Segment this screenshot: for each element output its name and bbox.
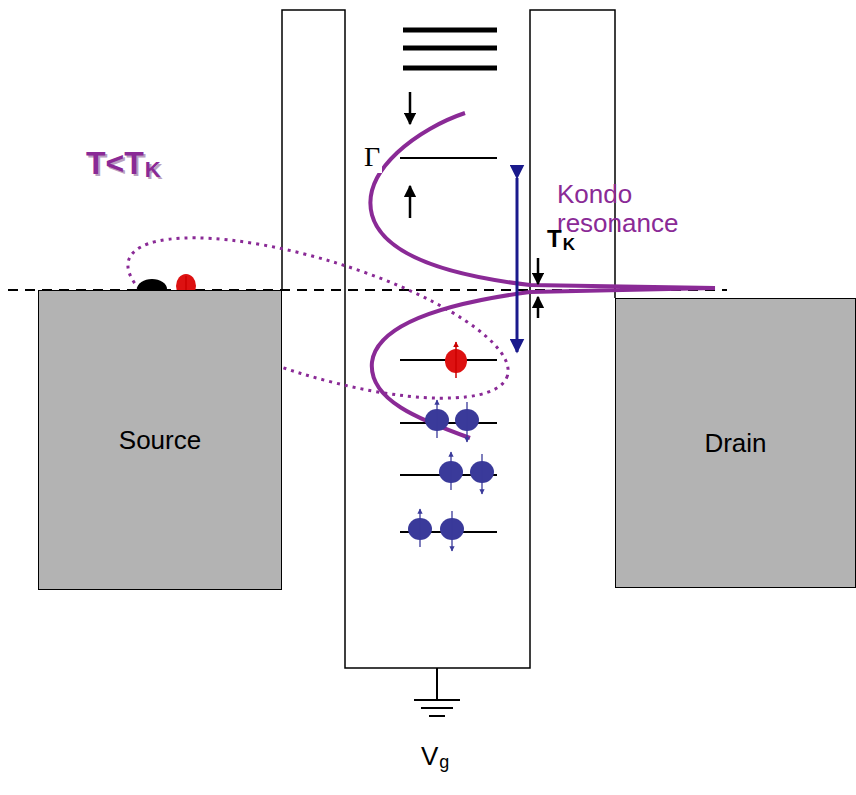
- energy-range-arrow: [516, 178, 519, 352]
- temperature-condition: T<T: [86, 146, 144, 181]
- tk-label: T: [547, 226, 562, 252]
- subscript: K: [563, 236, 575, 255]
- energy-levels: [400, 30, 497, 532]
- dot-outline: [282, 10, 615, 668]
- dot-spin: [445, 342, 467, 378]
- tk-arrows: [537, 258, 540, 318]
- gamma-label: Γ: [362, 142, 382, 173]
- subscript: K: [145, 158, 161, 182]
- ground-symbol: [414, 668, 460, 716]
- gamma-arrows: [409, 92, 412, 218]
- paired-electrons: [408, 400, 494, 551]
- node-label: Drain: [704, 428, 766, 459]
- source-box: Source: [38, 290, 282, 590]
- kondo-label: Kondo resonance: [557, 180, 747, 237]
- subscript: g: [439, 753, 449, 773]
- drain-box: Drain: [615, 298, 856, 588]
- gate-label: V: [421, 742, 438, 771]
- node-label: Source: [119, 425, 201, 456]
